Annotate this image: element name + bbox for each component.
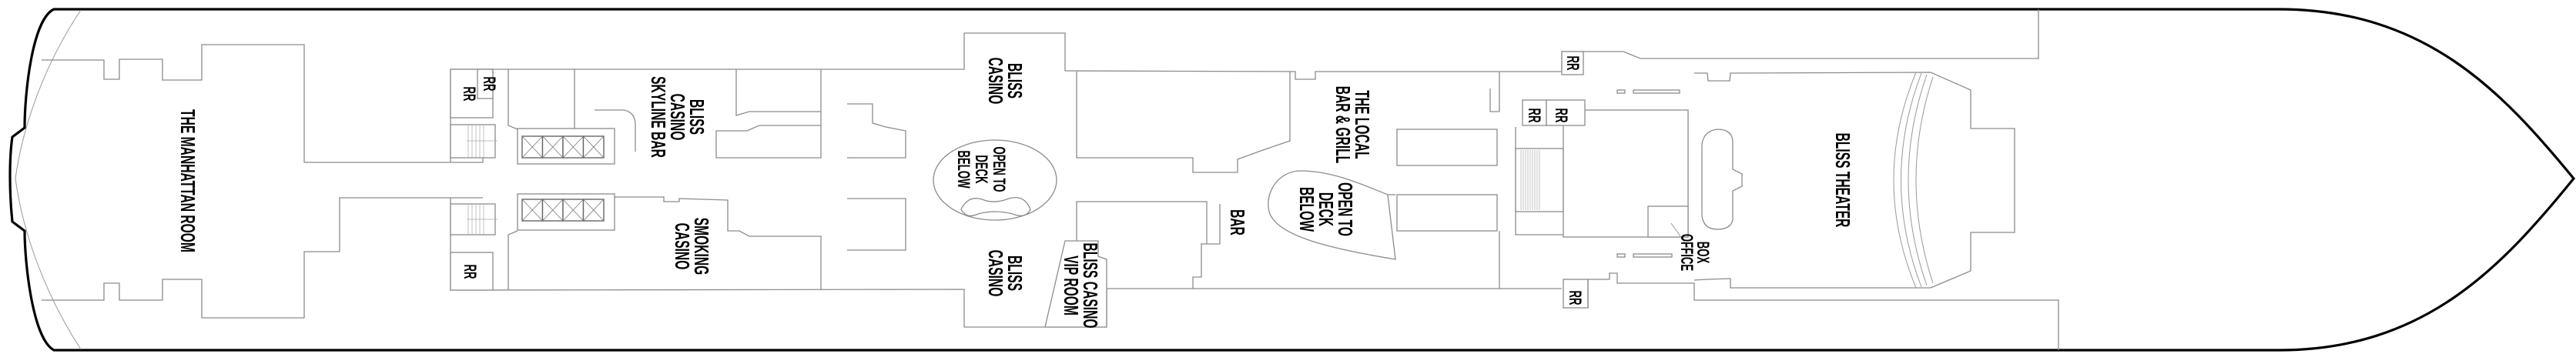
bliss-casino-line1: BLISS (1003, 255, 1026, 291)
bliss-casino-line2: CASINO (984, 250, 1007, 297)
the-local-line2: BAR & GRILL (1332, 86, 1354, 164)
open-deck-line2: DECK (972, 155, 990, 183)
label-bliss-casino-top: BLISS CASINO (984, 58, 1026, 105)
stairs (450, 124, 496, 159)
open-deck-line2: DECK (1315, 192, 1337, 227)
restroom-label: RR (480, 76, 498, 91)
label-skyline-bar: BLISS CASINO SKYLINE BAR (647, 76, 708, 158)
stairs-hatch (1520, 150, 1540, 210)
stairs-hatch (467, 205, 497, 234)
restroom-label: RR (1566, 290, 1584, 305)
smoking-casino-line1: SMOKING (690, 218, 712, 276)
manhattan-room-walls-lower (42, 197, 483, 319)
skyline-bar-counter (595, 109, 636, 152)
wall (615, 196, 822, 290)
label-smoking-casino: SMOKING CASINO (671, 218, 712, 276)
skyline-bar-line3: SKYLINE BAR (647, 76, 669, 158)
bliss-theater-walls (1693, 72, 2015, 289)
box-office-line2: OFFICE (1677, 234, 1696, 271)
elevator-cross (542, 135, 564, 159)
wall (847, 103, 906, 159)
divider (1633, 89, 1680, 94)
skyline-bar-line1: BLISS (685, 99, 708, 135)
elevator-lobby (1396, 194, 1498, 232)
wall (1192, 243, 1207, 289)
restroom-box[interactable] (477, 68, 494, 99)
atrium-opening-fwd (1268, 170, 1396, 260)
elevator-cross (521, 199, 543, 222)
label-bliss-theater: BLISS THEATER (1831, 133, 1854, 228)
label-bar: BAR (1226, 209, 1248, 235)
open-deck-line3: BELOW (1295, 187, 1318, 232)
box-office-line1: BOX (1693, 242, 1712, 264)
ship-hull (8, 8, 2576, 352)
divider (1633, 253, 1673, 258)
elevator-bank-aft-upper (521, 135, 605, 159)
box-office-line (1670, 222, 1693, 255)
box-office-desk[interactable] (1701, 129, 1743, 230)
vip-room-line1: BLISS CASINO (1079, 243, 1101, 329)
label-vip-room: BLISS CASINO VIP ROOM (1060, 243, 1101, 329)
label-the-local: THE LOCAL BAR & GRILL (1332, 86, 1373, 164)
restroom-box[interactable] (1563, 279, 1589, 309)
wall (1587, 272, 2059, 350)
open-deck-line1: OPEN TO (990, 146, 1008, 192)
skyline-bar-line2: CASINO (666, 94, 688, 141)
open-deck-line1: OPEN TO (1334, 182, 1356, 236)
wall (507, 230, 518, 290)
atrium-staircase (960, 196, 1031, 217)
wall (1489, 72, 1500, 112)
wall (1076, 72, 1291, 173)
label-open-deck-2: OPEN TO DECK BELOW (1295, 182, 1356, 236)
open-deck-line3: BELOW (954, 150, 973, 189)
wall (1076, 201, 1221, 245)
restroom-label: RR (1525, 108, 1543, 122)
vip-room[interactable] (1044, 240, 1107, 328)
elevator-cross (562, 199, 584, 222)
restroom-label: RR (1563, 55, 1582, 70)
elevator-cross (583, 135, 605, 159)
restroom-box[interactable] (1561, 51, 1584, 75)
restroom-box[interactable] (1522, 99, 1547, 126)
elevator-cross (583, 199, 605, 222)
manhattan-room-walls (42, 44, 484, 163)
atrium-opening-aft (933, 139, 1057, 221)
stern-inner-line (15, 9, 82, 350)
bliss-casino-line1: BLISS (1003, 63, 1026, 99)
elevator-bank-aft-lower (521, 199, 605, 222)
label-bliss-casino-bottom: BLISS CASINO (984, 250, 1026, 297)
divider (1616, 253, 1626, 258)
restroom-labels: RR RR RR RR RR RR RR (460, 55, 1584, 305)
wall (450, 9, 2039, 162)
smoking-casino-line2: CASINO (671, 223, 693, 270)
restroom-label: RR (460, 86, 478, 101)
elevator-cross (521, 135, 543, 159)
wall (507, 69, 518, 130)
bar-label: BAR (1226, 209, 1248, 235)
wall (715, 69, 822, 159)
elevator-lobby (1396, 129, 1498, 166)
label-open-deck-1: OPEN TO DECK BELOW (954, 146, 1008, 192)
label-manhattan-room: THE MANHATTAN ROOM (176, 109, 199, 252)
forward-service (1647, 205, 1689, 238)
restroom-label: RR (461, 264, 479, 279)
stairs-hatch (467, 125, 497, 157)
the-local-line1: THE LOCAL (1351, 90, 1373, 159)
elevator-cross (542, 199, 564, 222)
bliss-casino-line2: CASINO (984, 58, 1007, 105)
restroom-label: RR (1552, 108, 1570, 122)
bliss-theater-label: BLISS THEATER (1831, 133, 1854, 228)
label-box-office: BOX OFFICE (1677, 234, 1712, 271)
wall (847, 198, 906, 251)
restroom-box[interactable] (450, 252, 494, 291)
restroom-box[interactable] (1546, 99, 1586, 126)
theater-seating-arcs (1893, 72, 1934, 289)
divider (1616, 89, 1626, 94)
elevator-cross (562, 135, 584, 159)
vip-room-line2: VIP ROOM (1060, 255, 1082, 316)
manhattan-room-label: THE MANHATTAN ROOM (176, 109, 199, 252)
